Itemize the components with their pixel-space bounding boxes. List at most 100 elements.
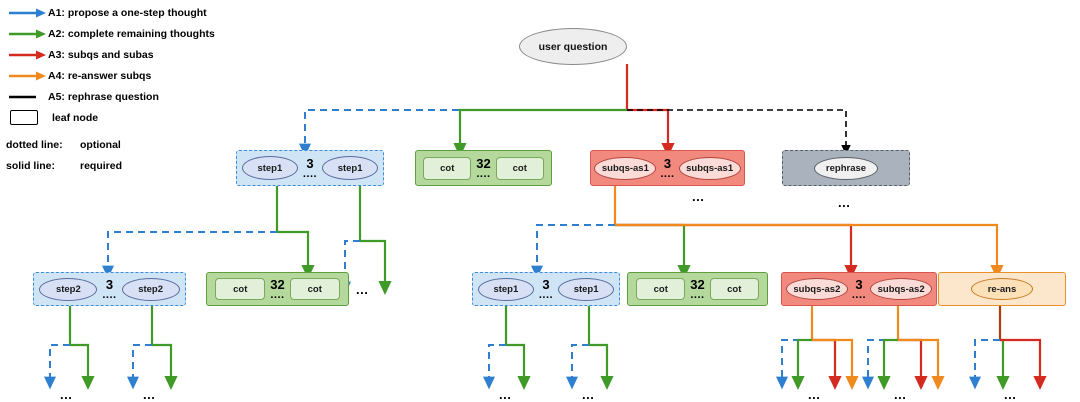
re-ans-node[interactable]: re-ans xyxy=(971,278,1033,300)
cot-node-a-l2-left[interactable]: cot xyxy=(215,278,266,300)
edge-step2-leaf-a xyxy=(44,305,95,391)
step1-l2-count-dots: .... xyxy=(538,288,554,301)
step1-group-l1[interactable]: step1 3 .... step1 xyxy=(236,150,384,186)
step1-count-dots-l1: .... xyxy=(302,167,318,180)
step1-l2-count: 3 .... xyxy=(539,278,553,301)
legend-label-leaf: leaf node xyxy=(52,111,99,124)
subqs-as2-node-b[interactable]: subqs-as2 xyxy=(870,278,933,300)
ellipsis-leaf-2: ... xyxy=(143,387,156,402)
legend-label-a4: A4: re-answer subqs xyxy=(48,69,152,82)
re-ans-group[interactable]: re-ans xyxy=(938,272,1066,306)
cot-node-b-l1[interactable]: cot xyxy=(495,156,544,180)
edge-step1-to-step2 xyxy=(102,231,277,279)
root-node-user-question[interactable]: user question xyxy=(519,28,627,65)
ellipsis-leaf-6: ... xyxy=(894,387,907,402)
cot-count-dots-l1: .... xyxy=(476,167,491,180)
cot-node-b-l2-left[interactable]: cot xyxy=(289,278,340,300)
ellipsis-leaf-1: ... xyxy=(60,387,73,402)
cot-group-l1[interactable]: cot 32 .... cot xyxy=(415,150,552,186)
cot-count-number-l2-right: 32 xyxy=(690,276,705,292)
step1-node-b[interactable]: step1 xyxy=(322,156,379,180)
legend-note-solid-key: solid line: xyxy=(6,159,56,172)
step1-l2-node-b-label: step1 xyxy=(573,283,599,295)
a4-arrow-icon xyxy=(6,69,48,83)
legend-row-leaf: leaf node xyxy=(6,107,256,128)
ellipsis-leaf-7: ... xyxy=(1004,387,1017,402)
step1-l2-node-b[interactable]: step1 xyxy=(558,277,615,301)
ellipsis-leaf-5: ... xyxy=(808,387,821,402)
root-node-label: user question xyxy=(538,40,608,53)
subqs-as2-count-dots: .... xyxy=(851,288,867,301)
subqs-as1-node-b-label: subqs-as1 xyxy=(686,162,734,174)
edge-subqs-as2-leaf-a xyxy=(776,305,859,391)
legend-note-solid-value: required xyxy=(80,159,123,172)
ellipsis-under-rephrase: ... xyxy=(838,195,851,210)
legend-label-a1: A1: propose a one-step thought xyxy=(48,6,207,19)
subqs-as1-node-a-label: subqs-as1 xyxy=(601,162,649,174)
cot-node-a-l1[interactable]: cot xyxy=(423,156,472,180)
cot-node-b-l2-left-label: cot xyxy=(307,283,322,295)
step1-l2-node-a[interactable]: step1 xyxy=(477,277,534,301)
cot-node-a-l2-right-label: cot xyxy=(653,283,668,295)
subqs-as1-group-l1[interactable]: subqs-as1 3 .... subqs-as1 xyxy=(590,150,745,186)
subqs-as2-group[interactable]: subqs-as2 3 .... subqs-as2 xyxy=(781,272,937,306)
edge-subqs-as1-to-subqs-as2 xyxy=(615,223,858,280)
re-ans-node-label: re-ans xyxy=(987,283,1017,295)
step2-node-a-label: step2 xyxy=(55,283,81,295)
ellipsis-leaf-4: ... xyxy=(582,387,595,402)
edge-subqs-as2-leaf-b xyxy=(862,305,945,391)
legend-row-a4: A4: re-answer subqs xyxy=(6,65,256,86)
rephrase-node[interactable]: rephrase xyxy=(814,156,878,180)
edge-step2-leaf-b xyxy=(127,305,178,391)
legend-note-dotted-value: optional xyxy=(80,138,121,151)
cot-node-a-l2-right[interactable]: cot xyxy=(636,278,686,300)
subqs-as1-count-dots: .... xyxy=(660,167,675,180)
step2-node-b-label: step2 xyxy=(138,283,164,295)
subqs-as1-count: 3 .... xyxy=(660,157,674,180)
a1-arrow-icon xyxy=(6,6,48,20)
cot-group-l2-left[interactable]: cot 32 .... cot xyxy=(206,272,349,306)
legend-row-a3: A3: subqs and subas xyxy=(6,44,256,65)
step1-l2-count-number: 3 xyxy=(542,276,550,292)
step1-node-a[interactable]: step1 xyxy=(241,156,298,180)
cot-node-b-l2-right[interactable]: cot xyxy=(709,278,759,300)
cot-count-l2-right: 32 .... xyxy=(690,278,704,301)
edge-re-ans-leaf xyxy=(969,305,1047,391)
legend: A1: propose a one-step thought A2: compl… xyxy=(6,2,256,176)
step1-group-l2[interactable]: step1 3 .... step1 xyxy=(472,272,620,306)
cot-group-l2-right[interactable]: cot 32 .... cot xyxy=(627,272,768,306)
legend-note-dotted: dotted line: optional xyxy=(6,134,256,155)
legend-row-a5: A5: rephrase question xyxy=(6,86,256,107)
rephrase-group-l1[interactable]: rephrase xyxy=(782,150,910,186)
cot-count-dots-l2-left: .... xyxy=(270,288,285,301)
subqs-as2-node-a[interactable]: subqs-as2 xyxy=(785,278,848,300)
step2-count-number: 3 xyxy=(105,276,114,292)
step1-l2-node-a-label: step1 xyxy=(493,283,519,295)
subqs-as1-node-b[interactable]: subqs-as1 xyxy=(678,156,741,180)
subqs-as2-node-a-label: subqs-as2 xyxy=(793,283,841,295)
step1-count-l1: 3 .... xyxy=(303,157,317,180)
cot-count-number-l2-left: 32 xyxy=(270,276,285,292)
step2-node-a[interactable]: step2 xyxy=(39,277,98,301)
leaf-node-icon xyxy=(6,110,48,125)
legend-label-a3: A3: subqs and subas xyxy=(48,48,154,61)
edge-step1-to-cot-left xyxy=(277,230,315,280)
edge-step1-child2-green xyxy=(360,239,392,296)
step2-group[interactable]: step2 3 .... step2 xyxy=(33,272,186,306)
subqs-as1-node-a[interactable]: subqs-as1 xyxy=(594,156,657,180)
step2-node-b[interactable]: step2 xyxy=(121,277,180,301)
cot-node-b-l1-label: cot xyxy=(512,162,527,174)
legend-label-a2: A2: complete remaining thoughts xyxy=(48,27,215,40)
subqs-as2-count: 3 .... xyxy=(852,278,866,301)
subqs-as2-node-b-label: subqs-as2 xyxy=(877,283,925,295)
cot-count-l2-left: 32 .... xyxy=(270,278,284,301)
legend-row-a1: A1: propose a one-step thought xyxy=(6,2,256,23)
edge-subqs-as1-to-step1 xyxy=(531,224,615,279)
subqs-as1-count-number: 3 xyxy=(663,155,672,171)
edge-root-to-step1 xyxy=(299,109,627,157)
cot-count-dots-l2-right: .... xyxy=(690,288,705,301)
rephrase-node-label: rephrase xyxy=(825,162,867,174)
a3-arrow-icon xyxy=(6,48,48,62)
step1-node-b-label: step1 xyxy=(337,162,363,174)
